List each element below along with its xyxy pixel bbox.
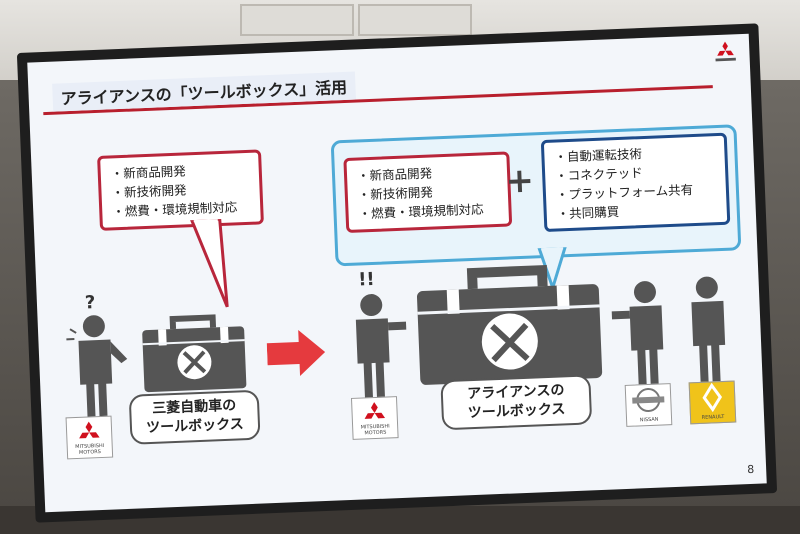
nissan-logo-icon [632,388,665,413]
title-bar: アライアンスの「ツールボックス」活用 [42,55,713,116]
plus-sign: + [504,160,535,202]
mitsubishi-toolbox-label: 三菱自動車の ツールボックス [128,389,261,445]
mitsubishi-logo-icon [715,41,736,62]
alliance-capabilities-box: ・自動運転技術 ・コネクテッド ・プラットフォーム共有 ・共同購買 [540,132,731,233]
mitsubishi-badge: MITSUBISHI MOTORS [350,396,399,440]
person-icon [611,281,664,387]
mitsubishi-logo-icon [364,402,386,419]
existing-capabilities-box: ・新商品開発 ・新技術開発 ・燃費・環境規制対応 [343,151,513,234]
toolbox-icon [416,264,603,385]
toolbox-icon [142,314,247,393]
projection-screen: アライアンスの「ツールボックス」活用 ・新商品開発 ・新技術開発 ・燃費・環境規… [16,23,778,523]
brand-label: MITSUBISHI MOTORS [75,442,105,456]
mitsubishi-logo-icon [79,421,100,439]
page-title: アライアンスの「ツールボックス」活用 [52,71,356,112]
mitsubishi-badge: MITSUBISHI MOTORS [65,415,114,460]
brand-label: MITSUBISHI MOTORS [360,423,390,437]
arrow-right-icon [266,330,326,376]
person-icon [691,276,726,382]
brand-label: NISSAN [639,416,659,424]
bubble-tail-icon [189,218,229,308]
renault-badge: RENAULT [688,380,737,425]
ceiling-vent [358,4,472,36]
label-line: ツールボックス [467,401,566,422]
label-line: ツールボックス [145,416,245,437]
alliance-toolbox-label: アライアンスの ツールボックス [440,374,593,431]
left-speech-bubble: ・新商品開発 ・新技術開発 ・燃費・環境規制対応 [97,149,264,231]
question-mark: ? [84,292,96,314]
person-confused-icon [66,315,128,421]
nissan-badge: NISSAN [624,383,673,427]
brand-label: RENAULT [701,413,725,421]
page-number: 8 [746,462,755,477]
renault-logo-icon [702,382,723,413]
slide: アライアンスの「ツールボックス」活用 ・新商品開発 ・新技術開発 ・燃費・環境規… [27,33,767,513]
person-excited-icon [355,294,407,400]
exclamation-mark: !! [357,268,376,291]
ceiling-vent [240,4,354,36]
